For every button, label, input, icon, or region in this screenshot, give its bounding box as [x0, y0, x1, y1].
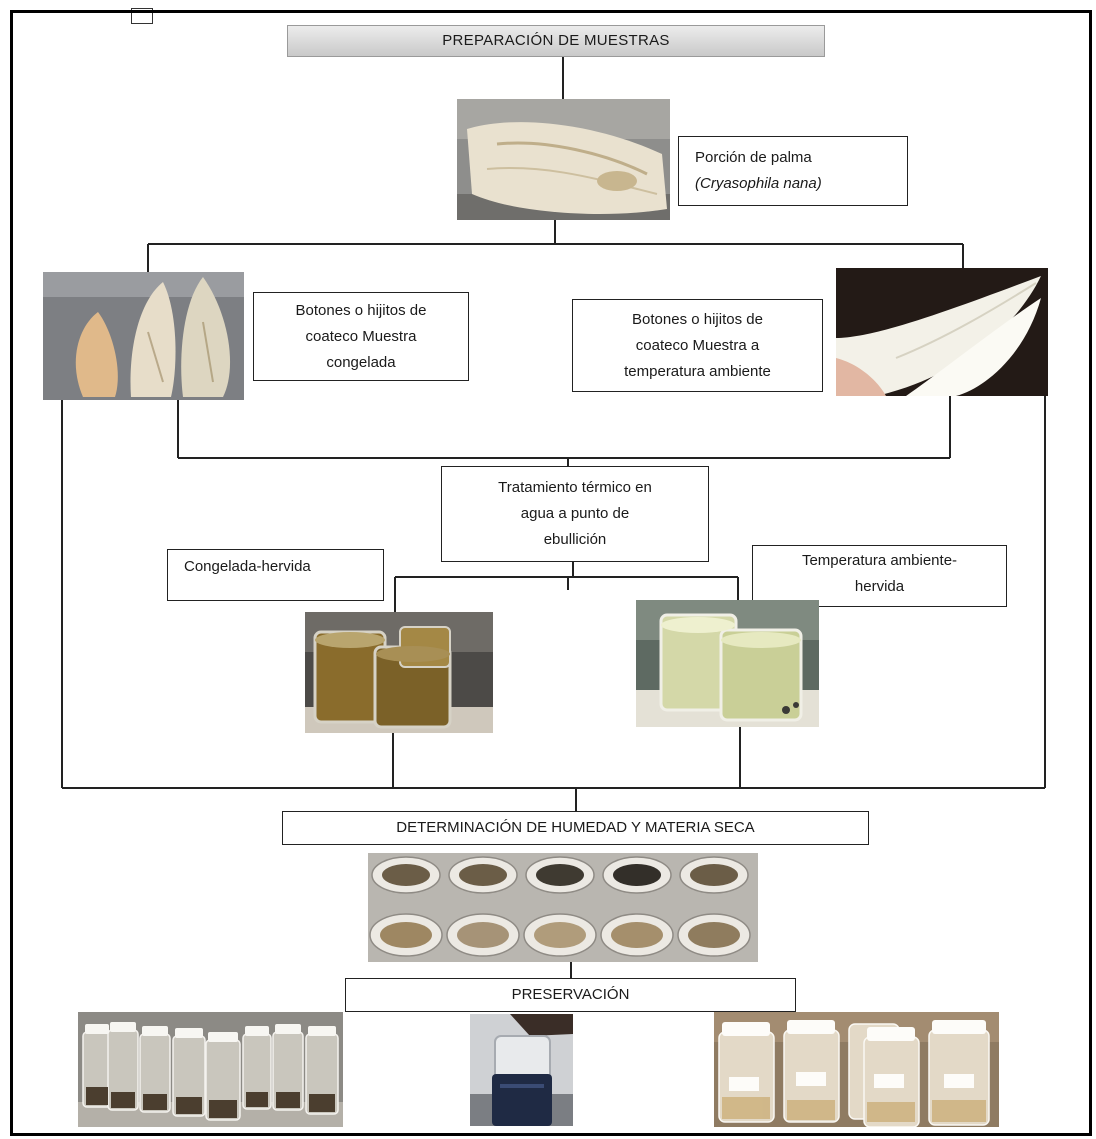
blender-photo [470, 1014, 573, 1126]
ambient-shoots-photo [836, 268, 1048, 396]
drying-dishes-photo [368, 853, 758, 962]
treatment-line1: Tratamiento térmico en [498, 479, 652, 496]
title-text: PREPARACIÓN DE MUESTRAS [442, 32, 670, 49]
jars-left-photo [78, 1012, 343, 1127]
frozen-boiled-text: Congelada-hervida [184, 558, 311, 575]
frozen-boiled-label: Congelada-hervida [167, 549, 384, 601]
palm-species: (Cryasophila nana) [695, 175, 822, 192]
treatment-line2: agua a punto de [520, 505, 630, 522]
jars-right-photo [714, 1012, 999, 1127]
title-box: PREPARACIÓN DE MUESTRAS [287, 25, 825, 57]
treatment-line3: ebullición [543, 531, 607, 548]
ambient-label-line2: coateco Muestra a [635, 336, 760, 354]
diagram-frame [10, 10, 1092, 1136]
ambient-label-line1: Botones o hijitos de [632, 310, 763, 328]
palm-photo [457, 99, 670, 220]
moisture-box: DETERMINACIÓN DE HUMEDAD Y MATERIA SECA [282, 811, 869, 845]
ambient-boiled-line1: Temperatura ambiente- [801, 552, 958, 569]
ambient-boiled-label: Temperatura ambiente- hervida [752, 545, 1007, 607]
preservation-box: PRESERVACIÓN [345, 978, 796, 1012]
palm-label-line1: Porción de palma [695, 149, 812, 166]
ambient-label-line3: temperatura ambiente [624, 362, 771, 380]
frozen-sample-label: Botones o hijitos de coateco Muestra con… [253, 292, 469, 381]
heat-treatment-box: Tratamiento térmico en agua a punto de e… [441, 466, 709, 562]
frozen-shoots-photo [43, 272, 244, 400]
preservation-text: PRESERVACIÓN [511, 986, 630, 1003]
palm-label: Porción de palma (Cryasophila nana) [678, 136, 908, 206]
frozen-label-line2: coateco Muestra [305, 327, 417, 345]
frozen-label-line1: Botones o hijitos de [295, 301, 427, 319]
frozen-label-line3: congelada [326, 353, 396, 371]
ambient-boiled-photo [636, 600, 819, 727]
frozen-boiled-photo [305, 612, 493, 733]
ambient-boiled-line2: hervida [854, 578, 905, 595]
ambient-sample-label: Botones o hijitos de coateco Muestra a t… [572, 299, 823, 392]
moisture-text: DETERMINACIÓN DE HUMEDAD Y MATERIA SECA [396, 819, 755, 836]
